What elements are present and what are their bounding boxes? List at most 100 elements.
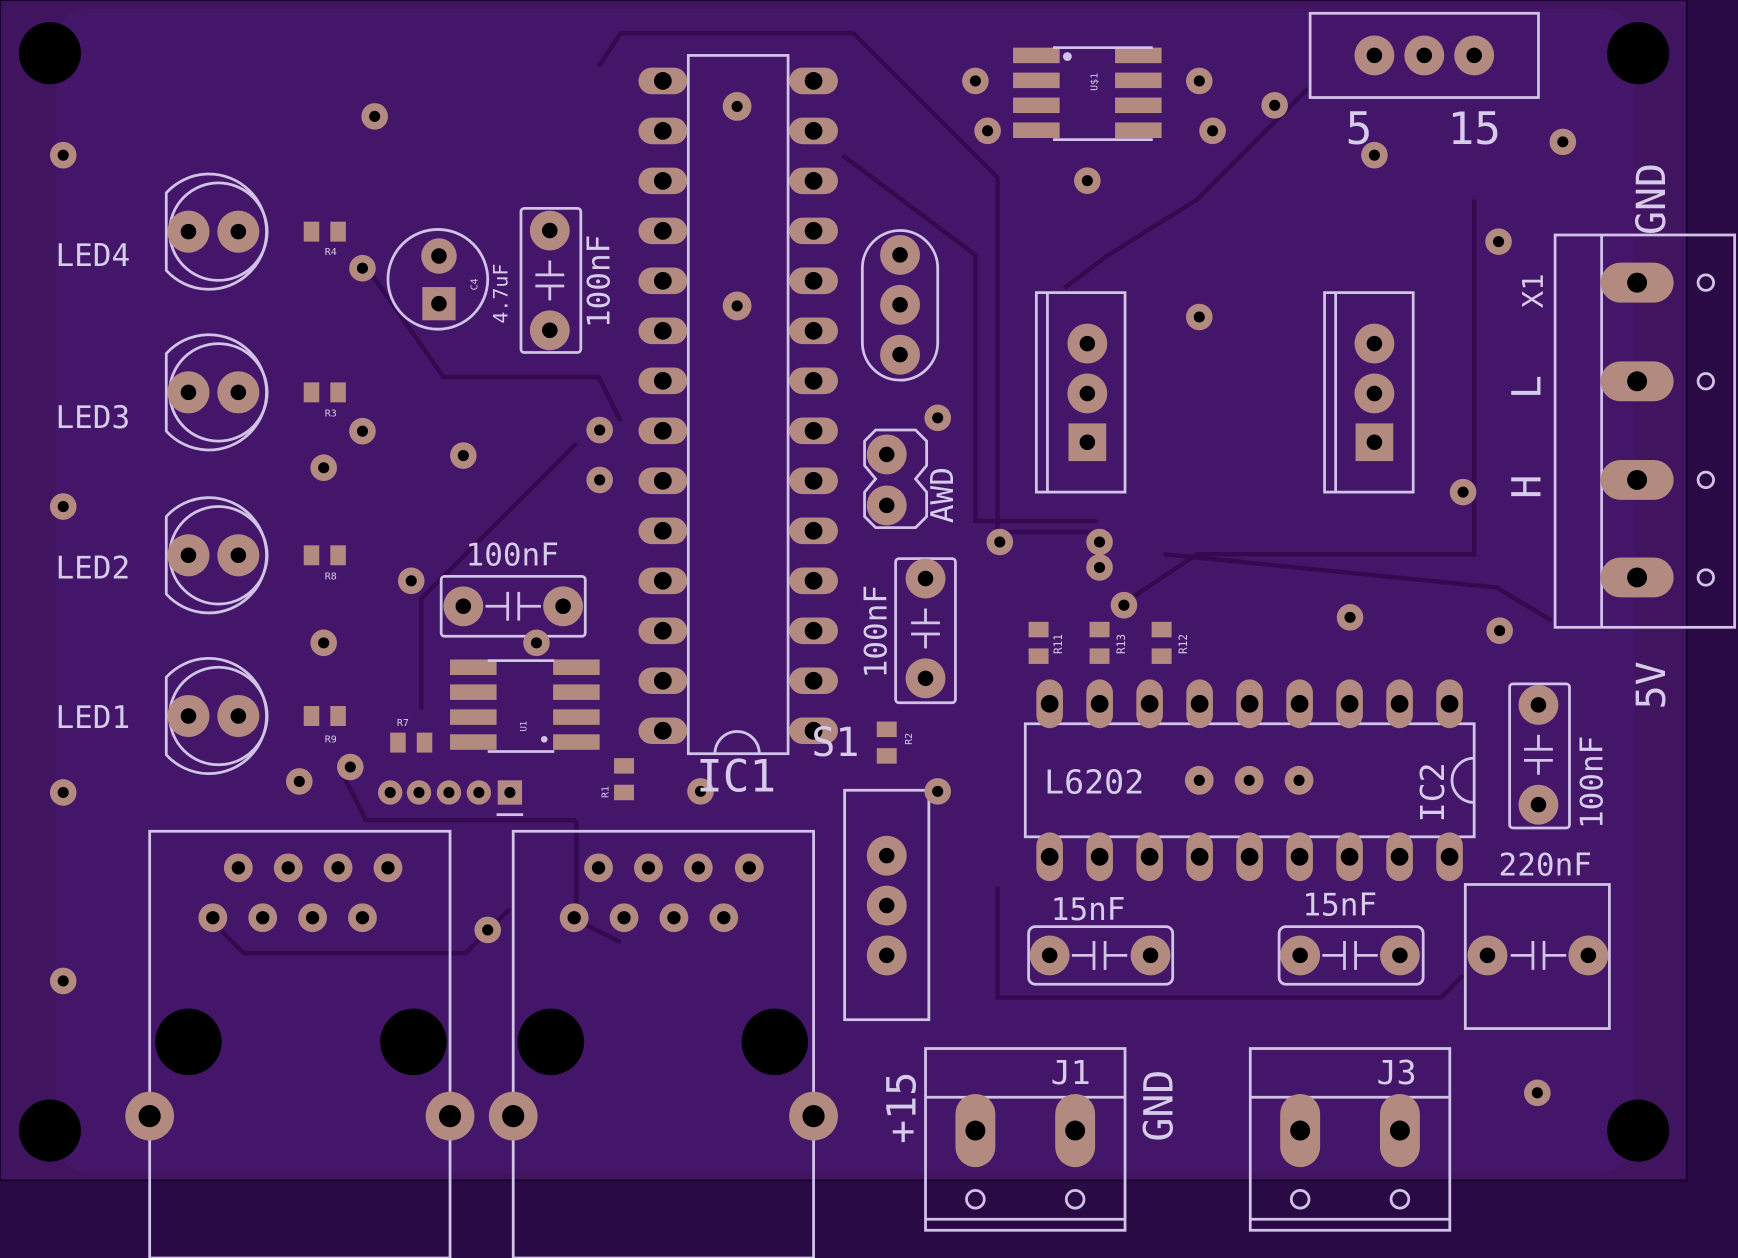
smd-pad [1151, 648, 1172, 664]
pad-drill [230, 547, 247, 564]
smd-pad [553, 659, 600, 675]
capacitor-symbol [1510, 941, 1567, 970]
smd-pad [1028, 621, 1049, 638]
silkscreen-outline [1553, 233, 1737, 629]
pad-drill [653, 671, 672, 690]
pad-drill [443, 786, 455, 799]
pad-drill [691, 861, 705, 875]
pad-drill [138, 1105, 161, 1128]
via-drill [405, 575, 417, 587]
r2-label: R2 [904, 733, 915, 745]
cap-top-value: 100nF [582, 235, 618, 328]
silkscreen-outline [924, 1047, 1127, 1232]
us1-label: U$1 [1089, 73, 1100, 91]
ic2-notch [1450, 756, 1475, 804]
pad-drill [641, 861, 656, 875]
via-drill [57, 149, 69, 161]
ic1-notch [713, 730, 761, 754]
pad-drill [455, 598, 472, 615]
silkscreen-outline [1463, 883, 1611, 1030]
cap-awd-value: 100nF [859, 585, 895, 678]
us1-outline [1052, 46, 1153, 142]
via-drill [356, 262, 369, 274]
pad-drill [917, 670, 934, 687]
pin1-dot [1062, 52, 1072, 61]
pad-drill [1416, 47, 1433, 64]
j1-gnd-label: GND [1137, 1070, 1183, 1142]
mounting-hole [18, 22, 81, 85]
silkscreen-outline [1323, 291, 1415, 494]
pad-drill [917, 570, 934, 587]
awd-outline [863, 428, 929, 529]
silkscreen-outline [860, 229, 940, 382]
mounting-hole [517, 1008, 585, 1076]
silkscreen-outline [1277, 925, 1425, 986]
capacitor-symbol [1322, 941, 1378, 970]
via-drill [1493, 236, 1505, 248]
pad-drill [1366, 385, 1383, 402]
pad-drill [804, 621, 823, 640]
via-drill [1118, 599, 1130, 611]
pad-drill [1340, 847, 1359, 866]
pad-drill [653, 371, 672, 390]
r1-label: R1 [601, 786, 612, 798]
pad-drill [1243, 774, 1255, 786]
pad-drill [653, 271, 672, 290]
pad-drill [1079, 385, 1096, 402]
s1-label: S1 [811, 720, 859, 766]
smd-pad [303, 382, 320, 403]
mounting-hole [1607, 1099, 1670, 1162]
c4-label: C4 [470, 278, 481, 290]
pad-drill [473, 786, 485, 799]
pad-drill [653, 222, 672, 240]
pad-drill [431, 248, 447, 264]
led1-label: LED1 [55, 700, 130, 736]
pad-drill [1392, 947, 1408, 964]
pad-drill [653, 521, 672, 540]
terminal-lines [1250, 1095, 1450, 1221]
capacitor-symbol [535, 260, 565, 301]
pad-drill [892, 297, 908, 313]
via-drill [594, 424, 606, 436]
screw-mark [965, 1189, 986, 1210]
pad-drill [1290, 694, 1309, 713]
screw-mark [1696, 568, 1715, 587]
pad-drill [230, 384, 247, 401]
smd-pad [330, 221, 346, 242]
r13-label: R13 [1115, 634, 1128, 654]
screw-mark [1696, 372, 1715, 391]
via-drill [1081, 175, 1093, 187]
jumper-5-label: 5 [1346, 104, 1373, 155]
pad-drill [804, 471, 823, 490]
silkscreen-outline [148, 829, 452, 1258]
pad-drill [1340, 694, 1359, 713]
pad-drill [1065, 1120, 1086, 1141]
cap-right-value: 100nF [1575, 736, 1611, 829]
smd-pad [553, 734, 600, 750]
pad-drill [1627, 272, 1648, 293]
smd-pad [1089, 648, 1110, 664]
via-drill [1193, 75, 1205, 87]
5v-label: 5V [1629, 661, 1675, 709]
pad-drill [230, 708, 247, 724]
pad-drill [804, 72, 823, 90]
via-drill [344, 761, 356, 773]
mounting-hole [380, 1008, 447, 1076]
pad-drill [667, 911, 681, 925]
pad-drill [1293, 774, 1305, 786]
r7-label: R7 [397, 718, 409, 729]
via-drill [1457, 486, 1469, 498]
via-drill [594, 474, 606, 486]
smd-pad [1089, 621, 1110, 638]
pad-drill [892, 247, 908, 263]
smd-pad [416, 732, 433, 753]
led2-label: LED2 [55, 551, 130, 587]
smd-pad [614, 758, 635, 774]
h-label: H [1505, 475, 1551, 499]
pad-drill [180, 223, 197, 240]
pad-drill [804, 321, 823, 340]
r4-label: R4 [325, 247, 337, 258]
smd-pad [1115, 97, 1162, 114]
pad-drill [305, 911, 320, 925]
